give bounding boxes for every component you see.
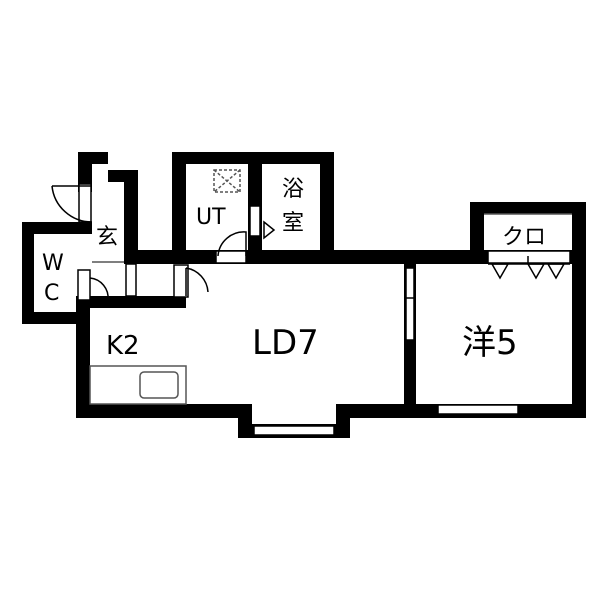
western-window [437,404,519,415]
label-wc-bottom: C [44,281,59,306]
wall-wc-top [22,222,92,234]
wall-bath-right [320,152,334,262]
wall-wc-right-lower [76,296,90,416]
ld-door-swing [185,267,209,296]
wall-wc-bottom [22,312,90,324]
wall-ut-top [172,152,334,164]
wc-door-swing [89,277,109,301]
closet-door-marker-1 [490,263,510,280]
ld-sliding-door-bottom [405,297,415,341]
entrance-door-swing [51,185,93,223]
label-bath-top: 浴 [282,177,304,202]
wall-entrance-horizontal [76,296,186,308]
wall-ut-left [172,152,186,262]
bay-window [253,425,335,436]
wall-closet-left [470,202,484,262]
kitchen-sink-icon [139,371,179,399]
label-western-room: 洋5 [462,323,518,363]
entrance-door-gap [125,263,137,297]
bath-door-marker [263,220,276,240]
ut-door-gap [215,250,247,264]
wall-entrance-right [124,170,138,260]
wall-bottom-left [76,404,238,418]
label-closet: クロ [502,225,546,250]
bath-door-gap [249,205,261,237]
wc-door-gap [77,269,91,301]
entrance-outer-door-gap [78,183,92,223]
closet-door-marker-3 [546,263,566,280]
label-entrance: 玄 [96,225,118,250]
ut-door-swing [217,231,247,257]
closet-door-marker-2 [526,263,546,280]
fixtures [89,169,572,405]
washer-pan-cross-b [213,169,241,193]
door-swings [51,185,570,301]
closet-door-gap [487,250,571,264]
wall-wc-left [22,222,34,324]
label-wc-top: W [42,251,64,276]
label-kitchen: K2 [106,331,140,361]
wall-entrance-left [78,152,92,192]
ld-door-gap [173,264,189,298]
openings [77,183,571,436]
room-labels: 玄 W C UT 浴 室 クロ K2 LD7 洋5 [42,177,546,363]
washer-pan-icon [213,169,241,193]
wall-right [572,202,586,418]
label-utility: UT [196,205,226,230]
wall-closet-top [470,202,586,214]
label-bath-bottom: 室 [282,211,304,236]
label-living-dining: LD7 [252,323,319,363]
kitchen-counter [89,365,187,405]
